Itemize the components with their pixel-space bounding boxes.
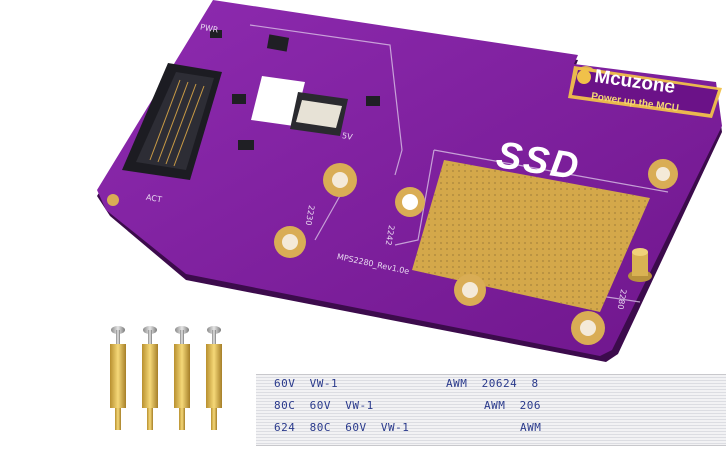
- ffc-line-1-left: 60V VW-1: [274, 377, 339, 390]
- ffc-line-2-left: 80C 60V VW-1: [274, 399, 374, 412]
- ffc-ribbon-cable: 60V VW-1 AWM 20624 8 80C 60V VW-1 AWM 20…: [256, 374, 726, 446]
- smd-component: [366, 96, 380, 106]
- board-cutout: [251, 76, 305, 126]
- ffc-line-3-right: AWM: [520, 421, 542, 434]
- brass-standoff-screw: [628, 248, 652, 282]
- smd-component: [238, 140, 254, 150]
- 5v-label: 5V: [341, 131, 354, 142]
- standoff-4: [206, 326, 222, 430]
- ssd-mount-pad: [412, 160, 650, 312]
- m2-connector: [122, 63, 222, 180]
- standoff-2: [142, 326, 158, 430]
- board-surface: [97, 0, 722, 356]
- ic-chip: [266, 34, 290, 52]
- ffc-line-2-right: AWM 206: [484, 399, 541, 412]
- standoff-3: [174, 326, 190, 430]
- standoff-1: [110, 326, 126, 430]
- standoff-set: [110, 326, 222, 430]
- fpc-connector: [290, 92, 348, 136]
- smd-component: [232, 94, 246, 104]
- ffc-line-3-left: 624 80C 60V VW-1: [274, 421, 410, 434]
- brand-logo: [568, 66, 722, 118]
- smd-component: [210, 30, 222, 38]
- ffc-line-1-right: AWM 20624 8: [446, 377, 539, 390]
